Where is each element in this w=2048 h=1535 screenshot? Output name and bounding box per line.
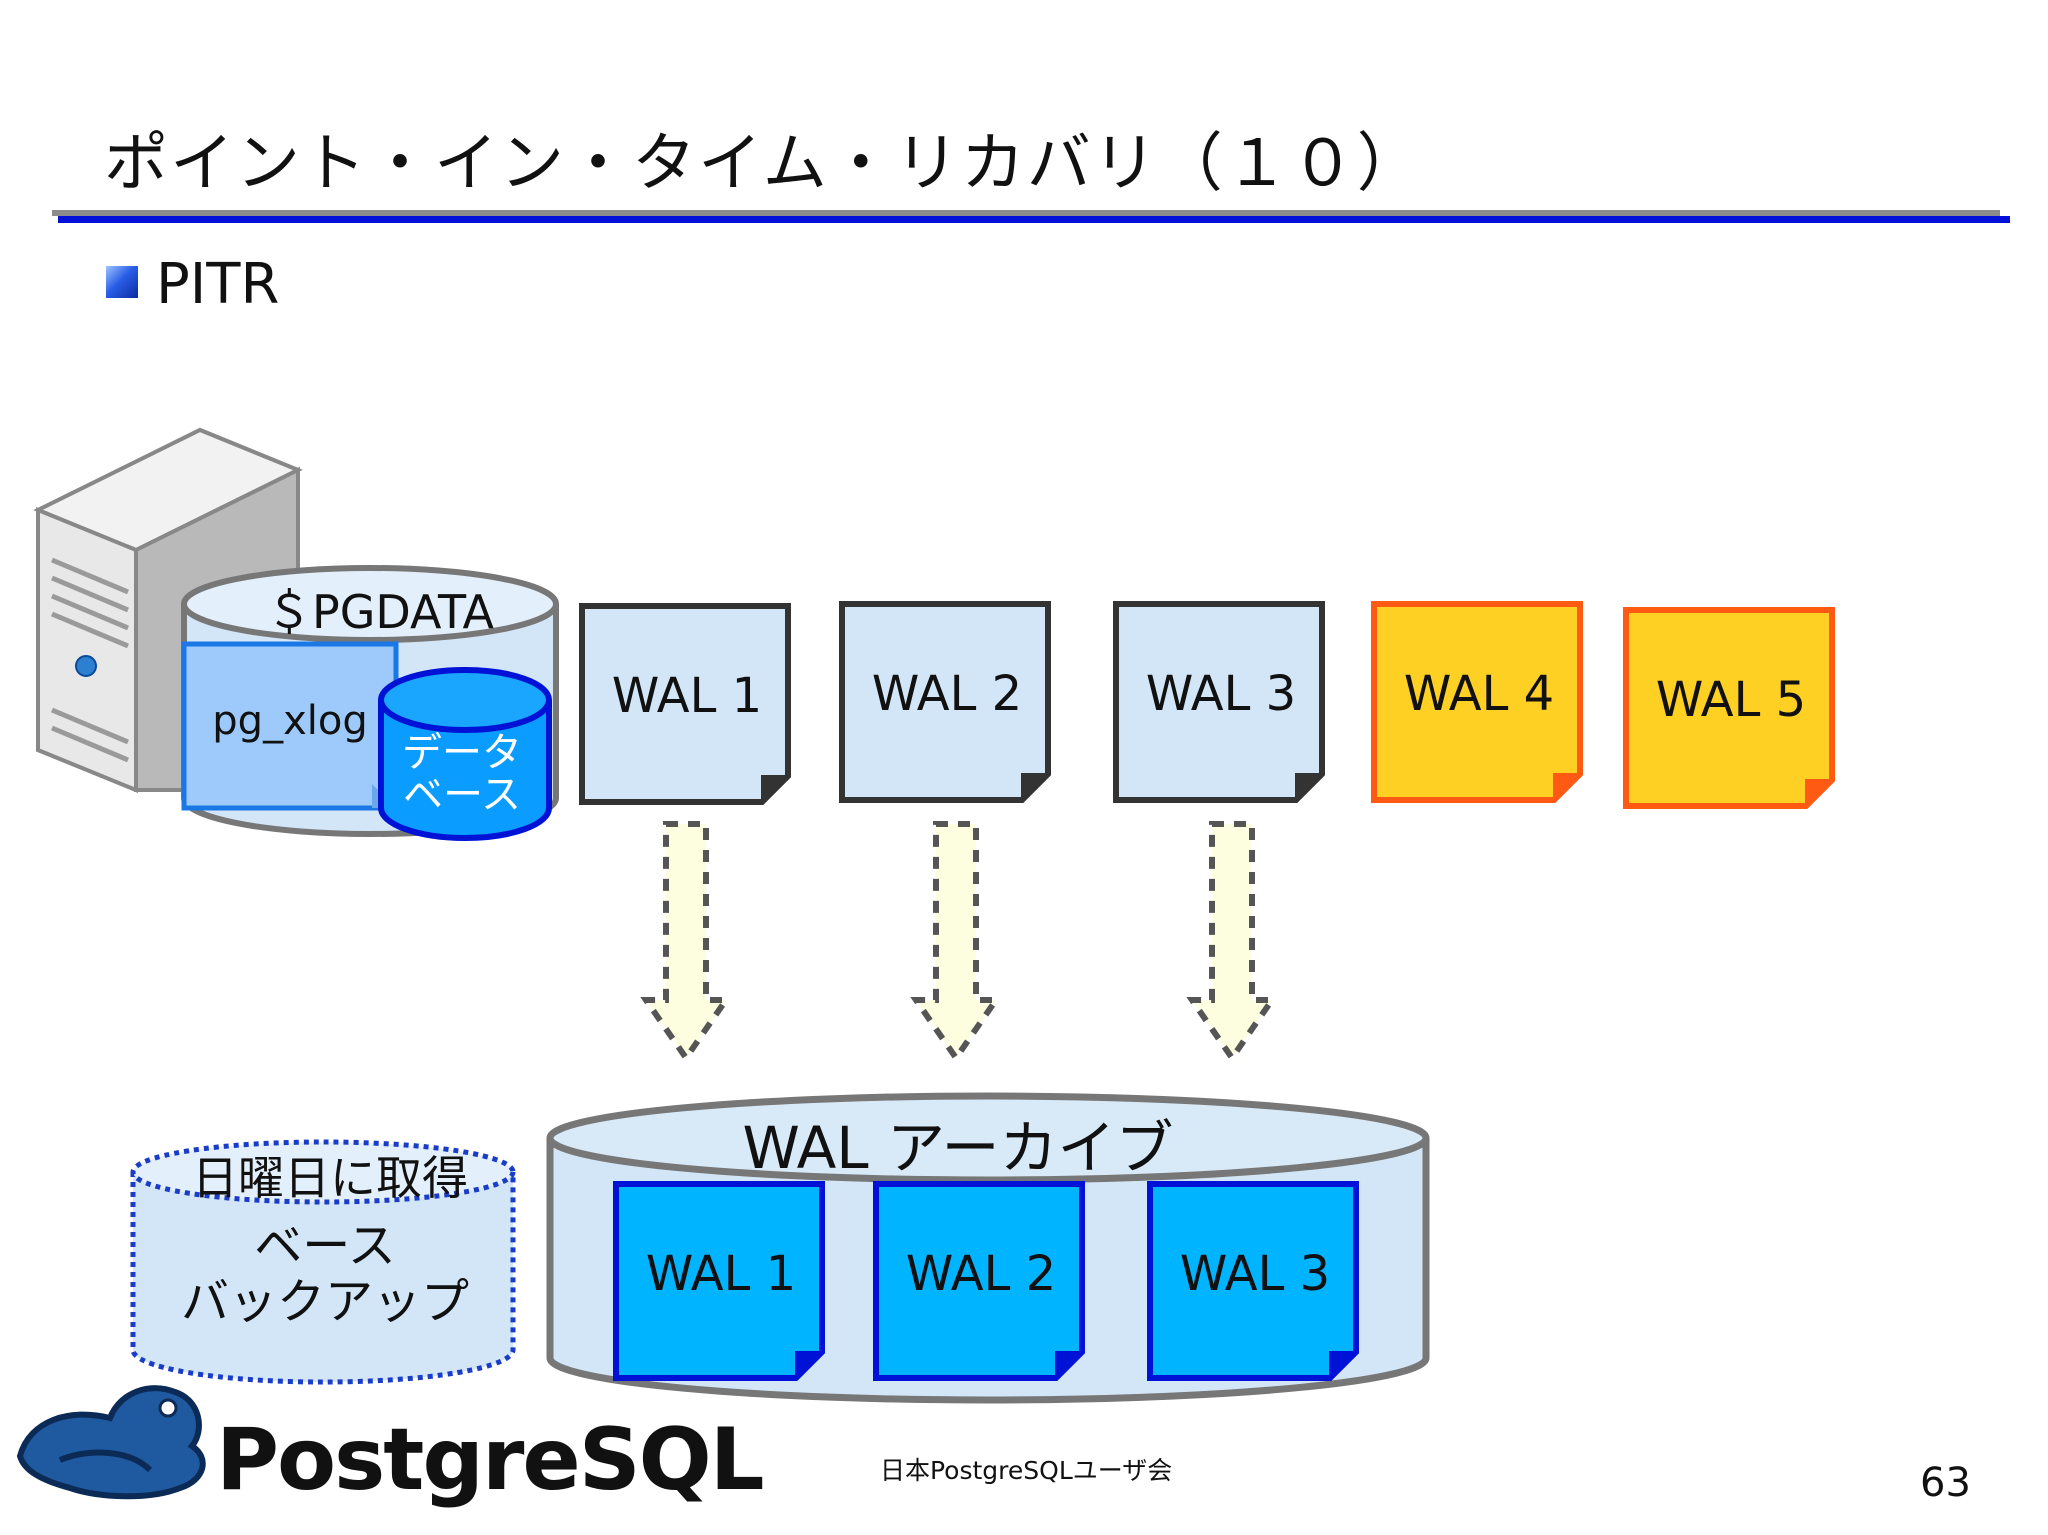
database-label-line2: ベース — [403, 772, 521, 818]
wal-archive-label: WAL アーカイブ — [742, 1114, 1173, 1182]
pg-xlog-label: pg_xlog — [212, 698, 367, 744]
bullet-square-icon — [106, 266, 138, 298]
wal-file-5: WAL 5 — [1623, 607, 1835, 809]
archive-file-1: WAL 1 — [613, 1181, 825, 1381]
pg-xlog-folder: pg_xlog — [181, 641, 399, 811]
archive-arrow-3 — [1186, 821, 1278, 1064]
wal-file-3: WAL 3 — [1113, 601, 1325, 803]
archive-arrow-2 — [910, 821, 1002, 1064]
archive-file-1-label: WAL 1 — [646, 1246, 796, 1302]
database-cylinder: データ ベース — [378, 667, 552, 841]
bullet-text: PITR — [156, 252, 280, 317]
footer-org: 日本PostgreSQLユーザ会 — [880, 1456, 1173, 1485]
postgresql-logo-text: PostgreSQL — [216, 1410, 765, 1510]
wal-file-4-label: WAL 4 — [1404, 666, 1554, 722]
base-backup-cylinder: 日曜日に取得 ベース バックアップ — [130, 1139, 516, 1385]
title-rule-blue — [58, 216, 2010, 223]
wal-file-4: WAL 4 — [1371, 601, 1583, 803]
title-rule-gray — [52, 210, 2000, 216]
archive-arrow-1 — [640, 821, 732, 1064]
wal-file-2-label: WAL 2 — [872, 666, 1022, 722]
archive-file-2-label: WAL 2 — [906, 1246, 1056, 1302]
base-backup-label-line1: ベース — [254, 1218, 396, 1274]
wal-archive-cylinder: WAL アーカイブ WAL 1 WAL 2 WAL 3 — [546, 1092, 1430, 1404]
wal-file-2: WAL 2 — [839, 601, 1051, 803]
wal-file-1-label: WAL 1 — [612, 668, 762, 724]
archive-arrows — [640, 821, 1278, 1064]
pgdata-label: ＄PGDATA — [266, 585, 494, 639]
wal-file-3-label: WAL 3 — [1146, 666, 1296, 722]
base-backup-label-line2: バックアップ — [181, 1274, 469, 1330]
page-number: 63 — [1920, 1460, 1971, 1506]
wal-file-5-label: WAL 5 — [1656, 672, 1806, 728]
wal-file-1: WAL 1 — [579, 603, 791, 805]
archive-file-2: WAL 2 — [873, 1181, 1085, 1381]
base-backup-caption: 日曜日に取得 — [192, 1151, 468, 1205]
slide-title: ポイント・イン・タイム・リカバリ（１０） — [104, 127, 1423, 201]
archive-file-row: WAL 1 WAL 2 WAL 3 — [613, 1181, 1359, 1381]
archive-file-3: WAL 3 — [1147, 1181, 1359, 1381]
postgresql-elephant-icon — [16, 1385, 206, 1500]
wal-file-row: WAL 1 WAL 2 WAL 3 WAL 4 WAL 5 — [579, 601, 1835, 809]
archive-file-3-label: WAL 3 — [1180, 1246, 1330, 1302]
database-label-line1: データ — [402, 730, 522, 776]
